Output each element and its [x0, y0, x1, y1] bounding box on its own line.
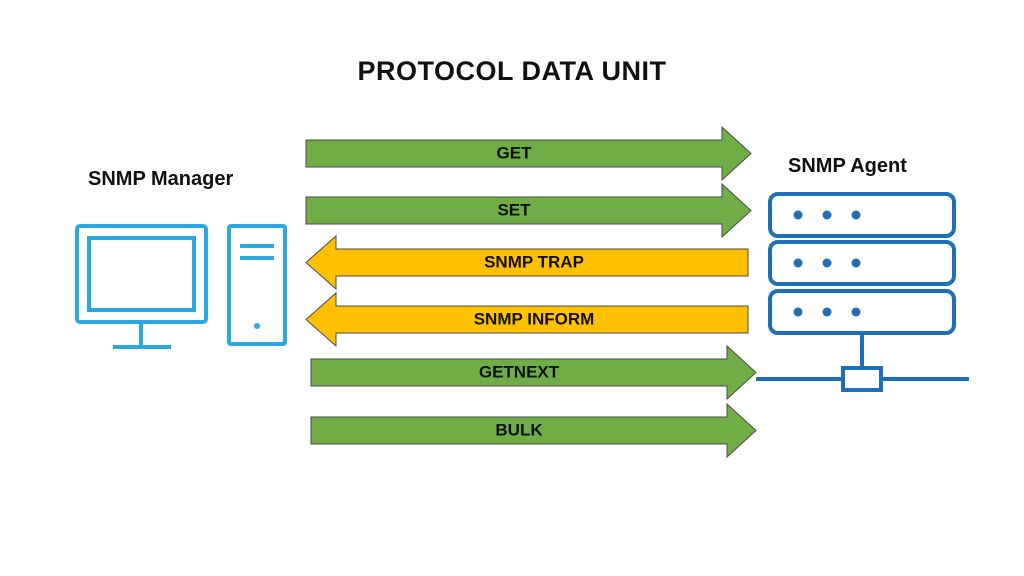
- server-icon: [756, 192, 969, 392]
- server-led: [793, 210, 803, 220]
- tower-case-icon: [227, 224, 287, 346]
- manager-label: SNMP Manager: [88, 168, 234, 190]
- server-led: [851, 307, 861, 317]
- diagram-title: PROTOCOL DATA UNIT: [357, 56, 667, 86]
- arrow-get-shape: [305, 125, 752, 182]
- arrow-bulk-label: BULK: [495, 420, 543, 439]
- arrow-getnext: GETNEXT: [310, 344, 757, 401]
- server-led: [822, 258, 832, 268]
- network-connector-icon: [841, 366, 883, 392]
- arrow-snmp-trap-label: SNMP TRAP: [484, 252, 584, 271]
- tower-power-led: [254, 323, 260, 329]
- server-unit: [768, 240, 956, 286]
- arrow-snmp-inform-label: SNMP INFORM: [474, 309, 595, 328]
- server-led: [822, 210, 832, 220]
- server-led: [822, 307, 832, 317]
- arrow-get: GET: [305, 125, 752, 182]
- arrow-snmp-trap-shape: [305, 234, 749, 291]
- server-led: [793, 258, 803, 268]
- arrow-set-shape: [305, 182, 752, 239]
- arrow-snmp-inform-shape: [305, 291, 749, 348]
- desktop-computer-icon: [75, 224, 287, 349]
- arrow-snmp-inform: SNMP INFORM: [305, 291, 749, 348]
- server-unit: [768, 192, 956, 238]
- arrow-bulk-shape: [310, 402, 757, 459]
- arrow-snmp-trap: SNMP TRAP: [305, 234, 749, 291]
- arrow-bulk: BULK: [310, 402, 757, 459]
- server-led: [851, 258, 861, 268]
- agent-label: SNMP Agent: [788, 155, 907, 177]
- arrow-set-label: SET: [497, 200, 531, 219]
- arrow-getnext-label: GETNEXT: [479, 362, 560, 381]
- monitor-screen: [87, 236, 196, 312]
- monitor-icon: [75, 224, 208, 324]
- arrow-get-label: GET: [497, 143, 533, 162]
- server-led: [851, 210, 861, 220]
- arrow-getnext-shape: [310, 344, 757, 401]
- server-unit: [768, 289, 956, 335]
- arrow-set: SET: [305, 182, 752, 239]
- server-led: [793, 307, 803, 317]
